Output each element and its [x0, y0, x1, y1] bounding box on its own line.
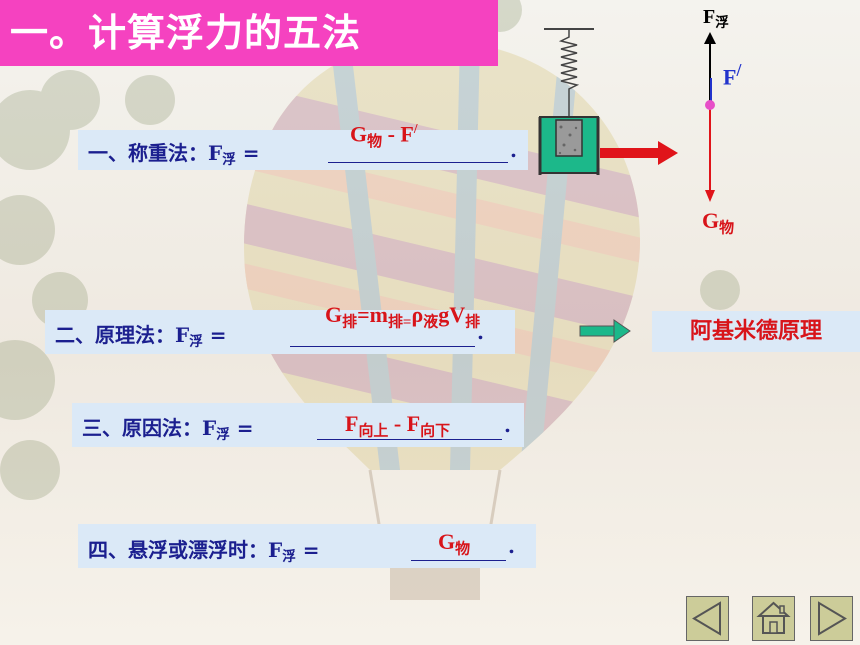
method-row-floating: 四、悬浮或漂浮时：F浮 = .	[78, 524, 536, 568]
spring-icon	[558, 29, 580, 120]
method-label: 二、原理法：F浮 =	[55, 323, 227, 351]
method-label: 一、称重法：F浮 =	[88, 141, 260, 169]
period: .	[504, 413, 511, 437]
triangle-right-icon	[818, 601, 847, 636]
answer-cause: F向上 - F向下	[345, 411, 451, 440]
answer-floating: G物	[438, 529, 471, 558]
method-label: 四、悬浮或漂浮时：F浮 =	[88, 538, 320, 566]
submerged-block	[555, 119, 583, 157]
gravity-label: G物	[702, 208, 735, 237]
buoyant-force-label: F浮	[703, 6, 729, 31]
answer-blank	[290, 324, 475, 347]
next-slide-button[interactable]	[810, 596, 853, 641]
method-row-principle: 二、原理法：F浮 = .	[45, 310, 515, 354]
answer-blank	[317, 417, 502, 440]
answer-principle: G排=m排=ρ液gV排	[325, 302, 481, 331]
prev-slide-button[interactable]	[686, 596, 729, 641]
answer-blank	[328, 142, 508, 163]
method-label: 三、原因法：F浮 =	[82, 416, 254, 444]
method-row-cause: 三、原因法：F浮 = .	[72, 403, 524, 447]
triangle-left-icon	[692, 601, 721, 636]
force-origin-dot	[705, 100, 715, 110]
tension-force-label: F/	[723, 60, 742, 90]
spring-scale-beaker-illustration	[538, 28, 678, 175]
period: .	[510, 138, 517, 162]
answer-blank	[411, 538, 506, 561]
arrow-right-icon	[600, 148, 660, 158]
force-diagram	[704, 32, 716, 202]
answer-weighing: G物 - F/	[350, 121, 418, 150]
home-button[interactable]	[752, 596, 795, 641]
arrow-right-icon	[579, 319, 631, 343]
home-icon	[756, 601, 791, 634]
period: .	[508, 534, 515, 558]
slide-title: 一。计算浮力的五法	[0, 0, 498, 66]
method-row-weighing: 一、称重法：F浮 = .	[78, 130, 528, 170]
archimedes-principle-label: 阿基米德原理	[652, 311, 860, 352]
period: .	[477, 320, 484, 344]
